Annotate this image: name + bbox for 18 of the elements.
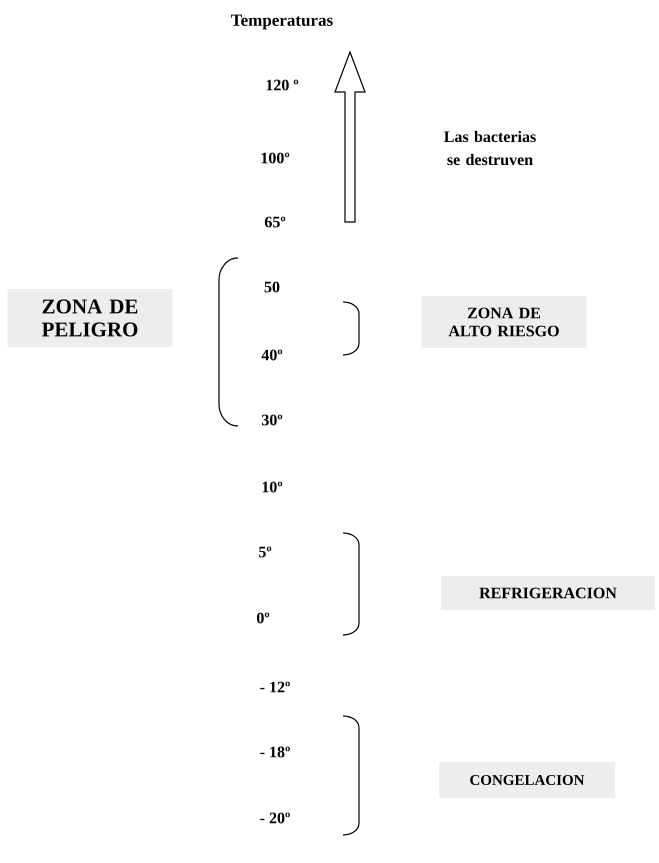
- temperature-value: 65º: [264, 216, 286, 228]
- temperature-value: - 20º: [260, 812, 290, 824]
- temperature-value: 10º: [262, 482, 282, 492]
- temperature-value: 5º: [259, 546, 272, 558]
- zone-label: ZONA DE ALTO RIESGO: [422, 296, 586, 348]
- temperature-value: 0º: [256, 612, 270, 624]
- zone-label: REFRIGERACION: [441, 576, 655, 610]
- temperature-value: 40º: [262, 350, 282, 360]
- temperature-value: - 12º: [260, 682, 290, 692]
- temperature-value: 30º: [262, 414, 282, 426]
- title: Temperaturas: [231, 14, 333, 30]
- temperature-value: - 18º: [260, 746, 290, 758]
- zone-label: CONGELACION: [439, 762, 615, 798]
- temperature-value: 50: [264, 282, 280, 292]
- note: Las bacterias se destruven: [444, 130, 536, 166]
- temperature-value: 100º: [262, 152, 290, 164]
- temperature-value: 120 º: [266, 80, 298, 90]
- zone-label: ZONA DE PELIGRO: [8, 289, 172, 347]
